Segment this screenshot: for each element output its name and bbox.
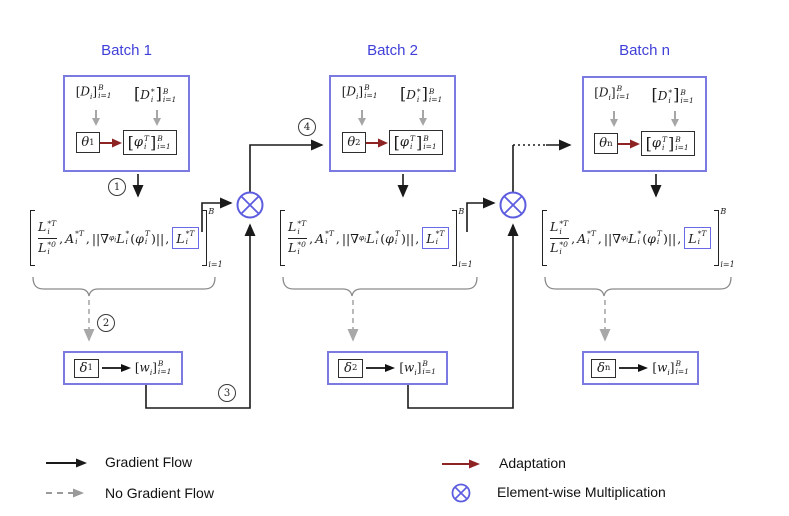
weights-to-multiply-wire	[145, 223, 256, 409]
data-feed-arrows	[584, 111, 705, 128]
step-2-label: 2	[97, 314, 115, 332]
gray-down-arrow-icon	[91, 110, 100, 126]
adaptation-arrow-icon	[442, 459, 480, 469]
gradient-arrow-icon	[101, 364, 131, 372]
gray-down-arrow-icon	[670, 111, 679, 127]
element-wise-multiplication-label: Element-wise Multiplication	[497, 484, 666, 500]
multiply-node-icon	[236, 191, 264, 219]
gradient-arrow-icon	[366, 364, 396, 372]
big-right-bracket	[452, 210, 458, 266]
data-feed-arrows	[65, 110, 188, 127]
step-1-label: 1	[108, 178, 126, 196]
gradient-arrow-icon	[619, 364, 649, 372]
big-left-bracket	[280, 210, 285, 266]
gray-down-arrow-icon	[357, 110, 366, 126]
adaptation-arrow-icon	[365, 138, 388, 147]
adaptation-label: Adaptation	[499, 455, 566, 471]
gray-down-arrow-icon	[153, 110, 162, 126]
multiply-node-icon	[499, 191, 527, 219]
underbrace	[544, 276, 732, 297]
no-gradient-flow-arrow-icon	[46, 488, 84, 498]
weights-to-multiply-wire	[407, 223, 519, 409]
batch-1-title: Batch 1	[101, 42, 152, 59]
no-gradient-flow-label: No Gradient Flow	[105, 485, 214, 501]
batch-2-title: Batch 2	[367, 42, 418, 59]
underbrace	[32, 276, 216, 297]
data-feed-arrows	[331, 110, 454, 127]
big-right-bracket	[202, 210, 208, 266]
gray-down-arrow-icon	[610, 111, 619, 127]
big-left-bracket	[30, 210, 35, 266]
adaptation-arrow-icon	[99, 138, 122, 147]
big-right-bracket	[714, 210, 720, 266]
batch-n-title: Batch n	[619, 42, 670, 59]
loss-to-multiply-wire	[201, 197, 233, 232]
multiply-to-batch2-wire	[249, 139, 324, 192]
element-wise-multiplication-icon	[451, 483, 471, 503]
adaptation-arrow-icon	[617, 139, 640, 148]
gradient-flow-label: Gradient Flow	[105, 454, 193, 470]
gray-down-arrow-icon	[419, 110, 428, 126]
big-left-bracket	[542, 210, 547, 266]
loss-to-multiply-wire	[466, 197, 496, 232]
step-4-label: 4	[298, 118, 316, 136]
step-3-label: 3	[218, 384, 236, 402]
underbrace	[282, 276, 478, 297]
gradient-flow-arrow-icon	[46, 458, 87, 468]
